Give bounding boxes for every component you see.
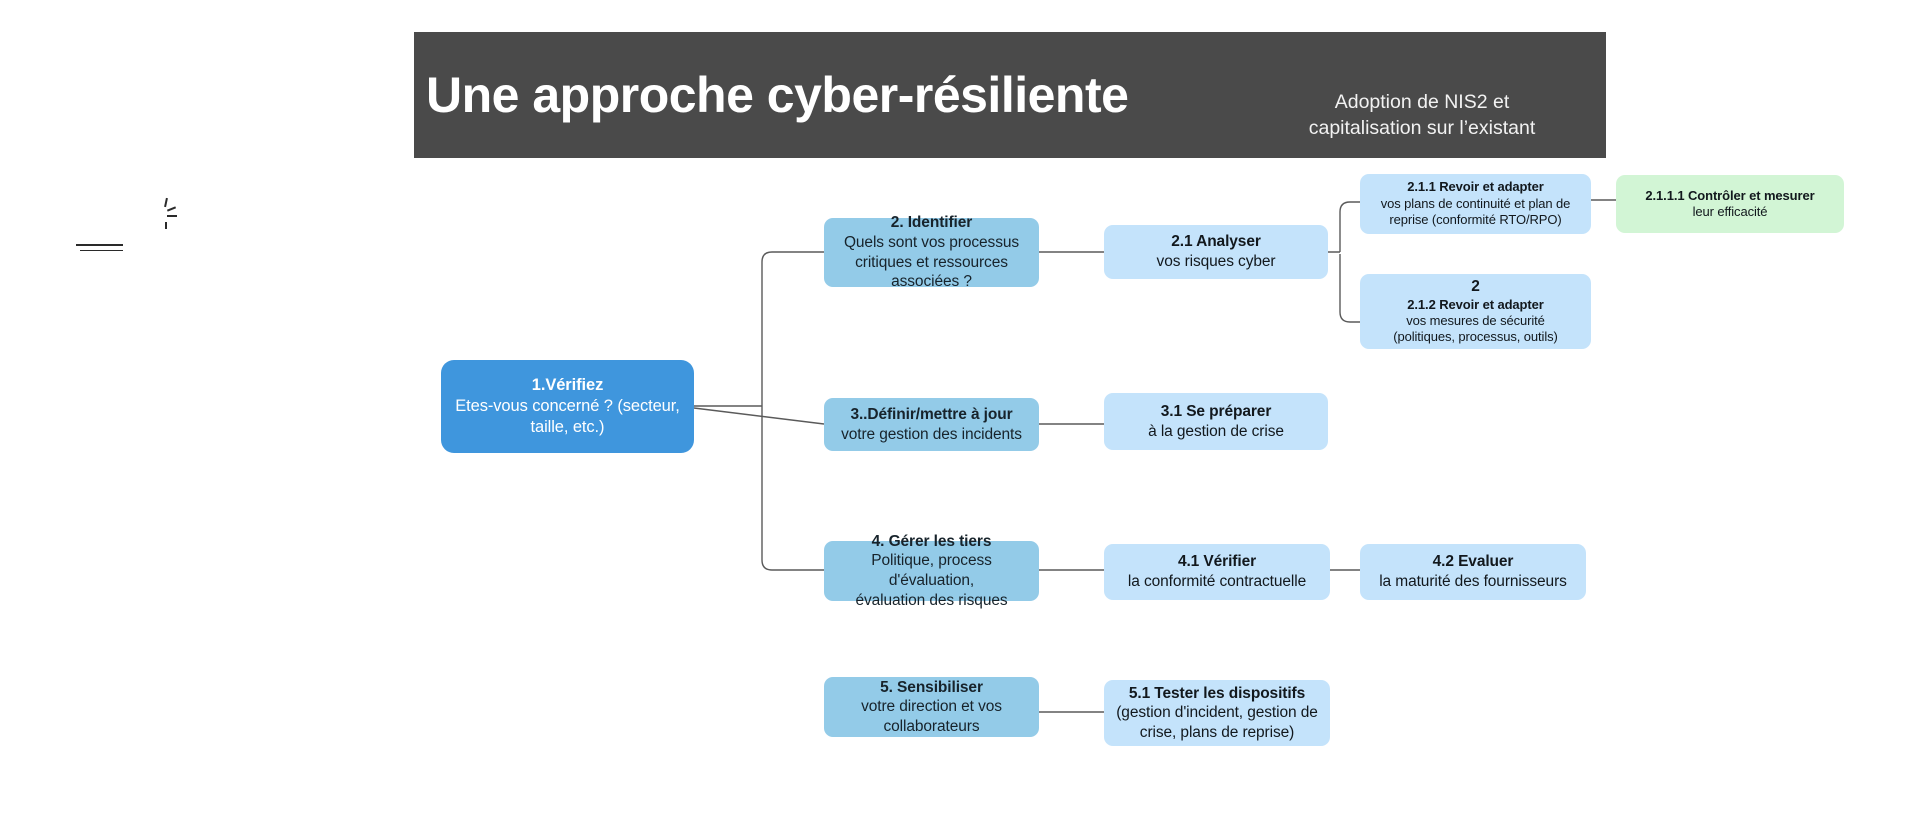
node-verifiez-sub-line2: taille, etc.) <box>530 417 605 436</box>
scan-artifact-mark <box>164 197 168 208</box>
node-identifier-sub-line1: Quels sont vos processus <box>843 233 1020 251</box>
node-gerer-tiers[interactable]: 4. Gérer les tiers Politique, process d'… <box>824 533 1039 609</box>
node-analyser-title: 2.1 Analyser <box>1171 233 1261 251</box>
node-evaluer-maturite-title: 4.2 Evaluer <box>1432 553 1514 571</box>
node-revoir-adapter-continuite[interactable]: 2.1.1 Revoir et adapter vos plans de con… <box>1360 174 1591 234</box>
node-verifiez[interactable]: 1.Vérifiez Etes-vous concerné ? (secteur… <box>441 360 694 453</box>
node-controler-mesurer-sub-line1: leur efficacité <box>1692 204 1768 219</box>
node-gerer-tiers-title: 4. Gérer les tiers <box>871 532 992 550</box>
node-identifier-sub-line2: critiques et ressources <box>855 253 1008 271</box>
node-verifiez-sub-line1: Etes-vous concerné ? (secteur, <box>455 397 680 416</box>
node-revoir-adapter-mesures-sub-line1: vos mesures de sécurité <box>1406 313 1545 329</box>
node-sensibiliser[interactable]: 5. Sensibiliser votre direction et vos c… <box>824 677 1039 737</box>
node-definir-incidents-sub-line1: votre gestion des incidents <box>841 425 1022 443</box>
node-sensibiliser-sub-line1: votre direction et vos <box>861 698 1002 716</box>
scan-artifact-mark <box>167 215 177 217</box>
node-sensibiliser-sub-line2: collaborateurs <box>883 717 980 735</box>
node-verifier-conformite[interactable]: 4.1 Vérifier la conformité contractuelle <box>1104 544 1330 600</box>
edge-root-to-identifier <box>761 251 824 406</box>
node-se-preparer[interactable]: 3.1 Se préparer à la gestion de crise <box>1104 393 1328 450</box>
node-controler-mesurer[interactable]: 2.1.1.1 Contrôler et mesurer leur effica… <box>1616 175 1844 233</box>
header-subtitle: Adoption de NIS2 et capitalisation sur l… <box>1272 90 1572 141</box>
node-controler-mesurer-title: 2.1.1.1 Contrôler et mesurer <box>1645 187 1815 203</box>
node-revoir-adapter-continuite-sub-line1: vos plans de continuité et plan de <box>1380 195 1571 211</box>
node-definir-incidents-title: 3..Définir/mettre à jour <box>850 405 1013 423</box>
edge-analyser-to-211 <box>1339 201 1362 252</box>
node-revoir-adapter-mesures[interactable]: 2 2.1.2 Revoir et adapter vos mesures de… <box>1360 274 1591 349</box>
header-banner: Une approche cyber-résiliente Adoption d… <box>414 32 1606 158</box>
node-evaluer-maturite-sub-line1: la maturité des fournisseurs <box>1379 573 1567 590</box>
edge-root-to-incidents <box>693 407 825 425</box>
node-gerer-tiers-sub-line2: évaluation des risques <box>855 591 1008 609</box>
scan-artifact-mark <box>76 244 123 246</box>
node-verifier-conformite-sub-line1: la conformité contractuelle <box>1127 573 1307 590</box>
node-revoir-adapter-mesures-title: 2.1.2 Revoir et adapter <box>1407 296 1544 312</box>
edge-root-to-tiers <box>761 406 824 571</box>
node-revoir-adapter-continuite-sub-line2: reprise (conformité RTO/RPO) <box>1389 212 1562 228</box>
node-sensibiliser-title: 5. Sensibiliser <box>880 678 983 696</box>
scan-artifact-mark <box>165 222 167 229</box>
node-revoir-adapter-continuite-title: 2.1.1 Revoir et adapter <box>1407 179 1544 195</box>
node-verifier-conformite-title: 4.1 Vérifier <box>1177 553 1257 571</box>
edge-analyser-to-212 <box>1339 254 1362 323</box>
node-se-preparer-sub-line1: à la gestion de crise <box>1148 422 1284 440</box>
node-evaluer-maturite[interactable]: 4.2 Evaluer la maturité des fournisseurs <box>1360 544 1586 600</box>
header-subtitle-line2: capitalisation sur l’existant <box>1308 116 1536 139</box>
node-verifiez-title: 1.Vérifiez <box>531 376 604 395</box>
node-revoir-adapter-mesures-prefix: 2 <box>1471 278 1480 296</box>
page-title: Une approche cyber-résiliente <box>426 66 1129 123</box>
node-tester-dispositifs-sub-line2: crise, plans de reprise) <box>1139 723 1295 741</box>
node-gerer-tiers-sub-line1: Politique, process d'évaluation, <box>871 552 992 589</box>
scan-artifact-mark <box>166 206 177 212</box>
node-analyser-sub-line1: vos risques cyber <box>1156 253 1276 270</box>
node-identifier[interactable]: 2. Identifier Quels sont vos processus c… <box>824 214 1039 290</box>
node-tester-dispositifs[interactable]: 5.1 Tester les dispositifs (gestion d'in… <box>1104 680 1330 746</box>
node-analyser[interactable]: 2.1 Analyser vos risques cyber <box>1104 225 1328 279</box>
node-tester-dispositifs-title: 5.1 Tester les dispositifs <box>1128 684 1306 702</box>
node-identifier-title: 2. Identifier <box>890 214 973 232</box>
node-definir-incidents[interactable]: 3..Définir/mettre à jour votre gestion d… <box>824 398 1039 451</box>
node-tester-dispositifs-sub-line1: (gestion d'incident, gestion de <box>1116 704 1318 722</box>
header-subtitle-line1: Adoption de NIS2 et <box>1334 91 1510 113</box>
node-identifier-sub-line3: associées ? <box>891 273 972 291</box>
node-se-preparer-title: 3.1 Se préparer <box>1160 402 1272 420</box>
node-revoir-adapter-mesures-sub-line2: (politiques, processus, outils) <box>1393 329 1558 345</box>
scan-artifact-mark <box>80 250 123 251</box>
